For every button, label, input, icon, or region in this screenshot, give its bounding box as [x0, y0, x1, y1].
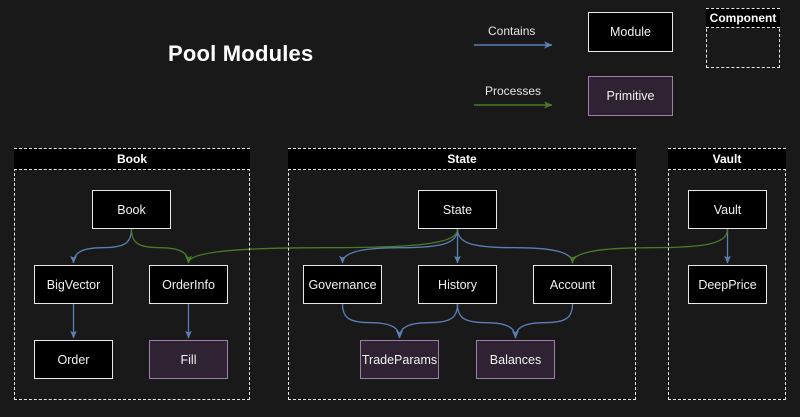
legend-processes-label: Processes	[485, 84, 542, 98]
node-governance[interactable]: Governance	[303, 265, 382, 304]
container-title-book: Book	[117, 152, 147, 166]
legend-module-label: Module	[610, 25, 651, 39]
legend-component-header: Component	[706, 8, 780, 28]
node-label-governance: Governance	[308, 277, 377, 292]
node-orderinfo[interactable]: OrderInfo	[149, 265, 228, 304]
node-label-deepprice: DeepPrice	[698, 277, 757, 292]
container-title-state: State	[447, 152, 477, 166]
node-label-order: Order	[57, 352, 90, 367]
node-balances[interactable]: Balances	[476, 340, 555, 379]
node-label-bigvector: BigVector	[46, 277, 101, 292]
node-label-state: State	[442, 202, 473, 217]
node-bigvector[interactable]: BigVector	[34, 265, 113, 304]
node-order[interactable]: Order	[34, 340, 113, 379]
legend-primitive-label: Primitive	[606, 89, 655, 103]
node-state[interactable]: State	[418, 190, 497, 229]
container-header-vault: Vault	[668, 148, 786, 170]
legend-component-label: Component	[709, 11, 777, 25]
node-tradeparams[interactable]: TradeParams	[360, 340, 439, 379]
container-header-state: State	[288, 148, 636, 170]
node-vault[interactable]: Vault	[688, 190, 767, 229]
legend-contains-label: Contains	[488, 24, 536, 38]
node-history[interactable]: History	[418, 265, 497, 304]
legend-module-box: Module	[588, 12, 673, 52]
container-title-vault: Vault	[712, 152, 742, 166]
node-book[interactable]: Book	[92, 190, 171, 229]
node-label-orderinfo: OrderInfo	[162, 277, 215, 292]
container-header-book: Book	[14, 148, 250, 170]
node-label-vault: Vault	[713, 202, 742, 217]
node-label-history: History	[438, 277, 477, 292]
node-deepprice[interactable]: DeepPrice	[688, 265, 767, 304]
node-label-balances: Balances	[489, 352, 542, 367]
node-label-tradeparams: TradeParams	[361, 352, 438, 367]
node-label-book: Book	[117, 202, 146, 217]
node-label-fill: Fill	[180, 352, 197, 367]
node-label-account: Account	[549, 277, 596, 292]
node-account[interactable]: Account	[533, 265, 612, 304]
node-fill[interactable]: Fill	[149, 340, 228, 379]
page-title: Pool Modules	[168, 41, 314, 66]
legend-primitive-box: Primitive	[588, 76, 673, 116]
